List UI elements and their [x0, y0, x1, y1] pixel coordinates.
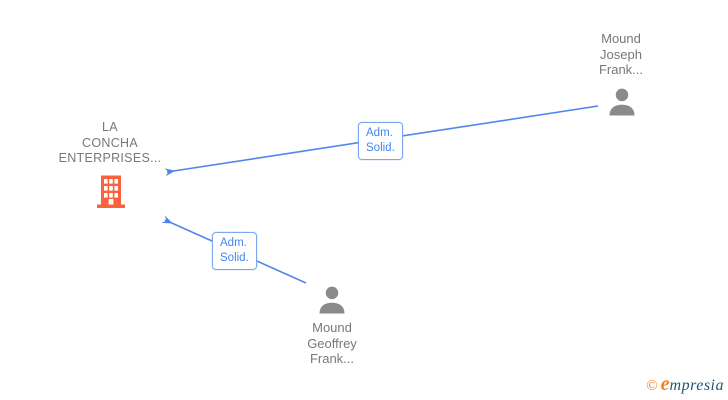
person-name-line: Mound	[312, 320, 352, 335]
node-person-joseph-label[interactable]: Mound Joseph Frank...	[561, 31, 681, 78]
company-name-line: ENTERPRISES...	[58, 151, 162, 165]
edge-label-line: Adm.	[220, 237, 247, 249]
person-name-line: Geoffrey	[307, 335, 357, 351]
edge-label-line: Solid.	[366, 142, 395, 154]
edge-top-label[interactable]: Adm. Solid.	[358, 122, 403, 160]
person-name-line: Mound	[601, 31, 641, 46]
copyright-icon: ©	[646, 378, 658, 394]
person-icon	[605, 88, 639, 123]
node-person-geoffrey-icon[interactable]	[315, 283, 349, 322]
person-name-line: Frank...	[309, 351, 355, 366]
brand-letter-e: e	[660, 373, 670, 395]
person-icon	[315, 286, 349, 321]
edge-label-line: Solid.	[220, 252, 249, 264]
node-person-joseph-icon[interactable]	[605, 85, 639, 124]
company-name-line: CONCHA	[82, 135, 138, 150]
node-company-icon[interactable]	[93, 173, 129, 215]
building-icon	[93, 175, 129, 214]
brand-name: mpresia	[669, 377, 724, 394]
person-name-line: Frank...	[598, 62, 644, 77]
edge-label-line: Adm.	[366, 127, 393, 139]
empresia-logo[interactable]: ©empresia	[646, 373, 724, 396]
node-person-geoffrey-label[interactable]: Mound Geoffrey Frank...	[272, 320, 392, 367]
node-company-label[interactable]: LA CONCHA ENTERPRISES...	[30, 120, 190, 167]
person-name-line: Joseph	[600, 46, 642, 62]
edge-bottom-label[interactable]: Adm. Solid.	[212, 232, 257, 270]
company-name-line: LA	[102, 120, 118, 134]
